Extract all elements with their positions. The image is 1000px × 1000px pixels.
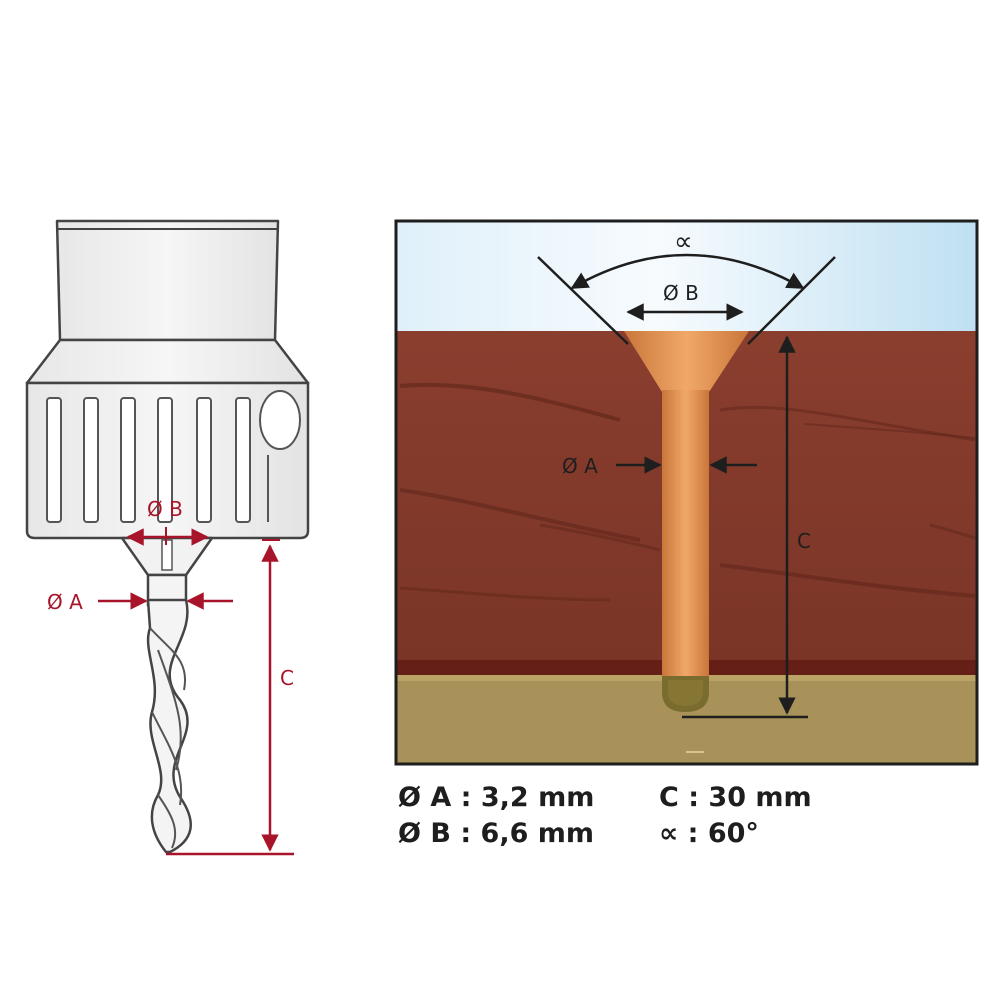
dim-b-label: Ø B (147, 497, 183, 521)
grip-slot (157, 397, 173, 523)
wood-grain (399, 488, 641, 542)
dim-b-label: Ø B (663, 281, 699, 305)
drill-flute (157, 649, 182, 771)
spec-c: C : 30 mm (659, 782, 812, 813)
dim-a-label: Ø A (562, 454, 598, 478)
spec-b: Ø B : 6,6 mm (398, 818, 594, 849)
dim-c-label: C (280, 666, 294, 690)
angle-leg-left (537, 256, 629, 345)
dim-a-label: Ø A (47, 590, 83, 614)
angle-label: ∝ (674, 227, 693, 257)
wood-grain (399, 586, 611, 602)
spec-a: Ø A : 3,2 mm (398, 782, 594, 813)
grip-slot (120, 397, 136, 523)
angle-arc (570, 253, 805, 290)
grip-slot (83, 397, 99, 523)
dim-c-label: C (797, 529, 811, 553)
grip-slot (46, 397, 62, 523)
wood-grain (804, 423, 976, 439)
wood-grain (539, 523, 661, 552)
chuck-key-hole (259, 390, 301, 450)
specifications: Ø A : 3,2 mm Ø B : 6,6 mm C : 30 mm ∝ : … (398, 782, 812, 849)
pilot-hole-tip-shade (668, 680, 703, 706)
spec-alpha: ∝ : 60° (659, 818, 759, 849)
cross-section (394, 219, 979, 766)
countersink-cone (624, 331, 749, 392)
grip-slot (235, 397, 251, 523)
drill-chuck-drawing (25, 219, 310, 854)
drill-flute (151, 711, 183, 806)
wood-grain (719, 405, 976, 442)
section-border (394, 219, 979, 766)
right-dimensions: ∝ Ø B Ø A C (537, 227, 836, 719)
wood-grain (929, 523, 976, 540)
grip-slot (196, 397, 212, 523)
drill-flute (149, 627, 187, 691)
chuck-top (55, 219, 280, 342)
left-dimensions: Ø B Ø A C (47, 497, 294, 856)
wood-grain (719, 563, 976, 598)
chuck-collar (25, 338, 310, 385)
pilot-hole (662, 390, 709, 678)
wood-grain (399, 382, 621, 422)
drill-flute (157, 794, 177, 849)
angle-leg-right (747, 256, 836, 345)
